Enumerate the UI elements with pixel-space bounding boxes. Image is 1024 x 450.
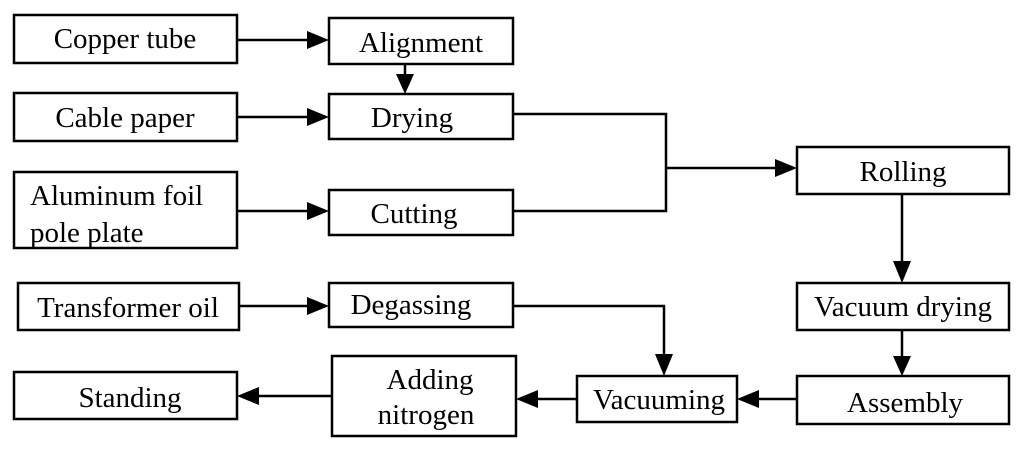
node-vacuuming: Vacuuming <box>575 374 739 424</box>
arrow-aluminum-foil-to-cutting <box>237 202 329 220</box>
node-degassing-label: Degassing <box>351 289 472 321</box>
node-transformer-oil-label: Transformer oil <box>37 292 219 324</box>
node-assembly: Assembly <box>795 374 1011 426</box>
node-adding-nitrogen-label-line1: Adding <box>387 364 474 396</box>
node-alignment-label: Alignment <box>359 27 483 59</box>
arrow-assembly-to-vacuuming <box>737 390 797 408</box>
node-assembly-label: Assembly <box>847 387 964 419</box>
node-aluminum-foil-label-line1: Aluminum foil <box>30 180 203 212</box>
arrow-copper-tube-to-alignment <box>237 31 329 49</box>
connector-drying-cutting-to-rolling <box>513 112 797 213</box>
node-standing: Standing <box>12 370 239 421</box>
arrow-degassing-to-vacuuming <box>513 304 673 376</box>
node-alignment: Alignment <box>327 16 515 66</box>
node-standing-label: Standing <box>78 382 181 414</box>
arrow-cable-paper-to-drying <box>237 108 329 126</box>
node-drying: Drying <box>327 92 515 141</box>
node-cable-paper-label: Cable paper <box>55 102 195 134</box>
node-drying-label: Drying <box>371 102 453 134</box>
node-vacuuming-label: Vacuuming <box>593 384 725 416</box>
arrow-alignment-to-drying <box>396 64 414 94</box>
arrow-rolling-to-vacuum-drying <box>893 194 911 283</box>
node-adding-nitrogen-label-line2: nitrogen <box>378 399 475 431</box>
node-copper-tube-label: Copper tube <box>54 23 197 55</box>
arrow-vacuuming-to-adding-nitrogen <box>516 390 577 408</box>
node-cutting-label: Cutting <box>370 198 457 230</box>
node-vacuum-drying: Vacuum drying <box>795 281 1011 332</box>
node-rolling-label: Rolling <box>859 156 946 188</box>
node-vacuum-drying-label: Vacuum drying <box>814 291 992 323</box>
node-cutting: Cutting <box>327 188 515 237</box>
node-aluminum-foil-label-line2: pole plate <box>30 217 144 249</box>
node-rolling: Rolling <box>795 145 1011 196</box>
node-aluminum-foil-pole-plate: Aluminum foil pole plate <box>12 170 239 250</box>
node-cable-paper: Cable paper <box>12 91 239 143</box>
arrow-adding-nitrogen-to-standing <box>237 387 332 405</box>
node-adding-nitrogen: Adding nitrogen <box>330 354 518 438</box>
arrow-vacuum-drying-to-assembly <box>893 330 911 376</box>
arrow-transformer-oil-to-degassing <box>239 297 329 315</box>
node-copper-tube: Copper tube <box>12 13 239 65</box>
node-degassing: Degassing <box>327 281 515 329</box>
node-transformer-oil: Transformer oil <box>16 281 241 332</box>
